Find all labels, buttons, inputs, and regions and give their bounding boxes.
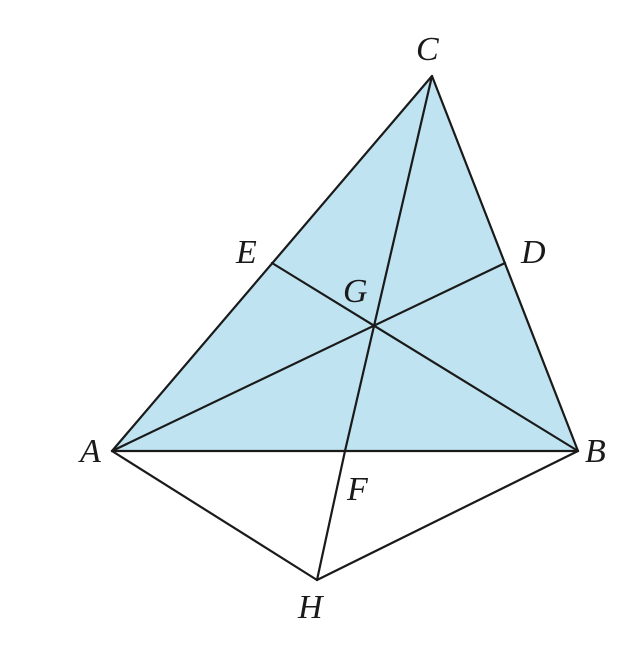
median-cf xyxy=(343,74,434,453)
label-point-g: G xyxy=(343,273,368,310)
label-point-a: A xyxy=(78,433,101,470)
segment-bh xyxy=(315,449,580,582)
label-point-c: C xyxy=(416,31,439,68)
label-point-b: B xyxy=(585,433,606,470)
median-be xyxy=(270,261,580,453)
triangle-abc-fill xyxy=(112,76,578,451)
label-point-h: H xyxy=(297,589,325,626)
label-point-f: F xyxy=(346,471,369,508)
median-ad xyxy=(110,261,507,453)
segment-fh xyxy=(315,449,347,582)
segment-ah xyxy=(110,449,319,582)
label-point-d: D xyxy=(520,234,546,271)
label-point-e: E xyxy=(235,234,257,271)
